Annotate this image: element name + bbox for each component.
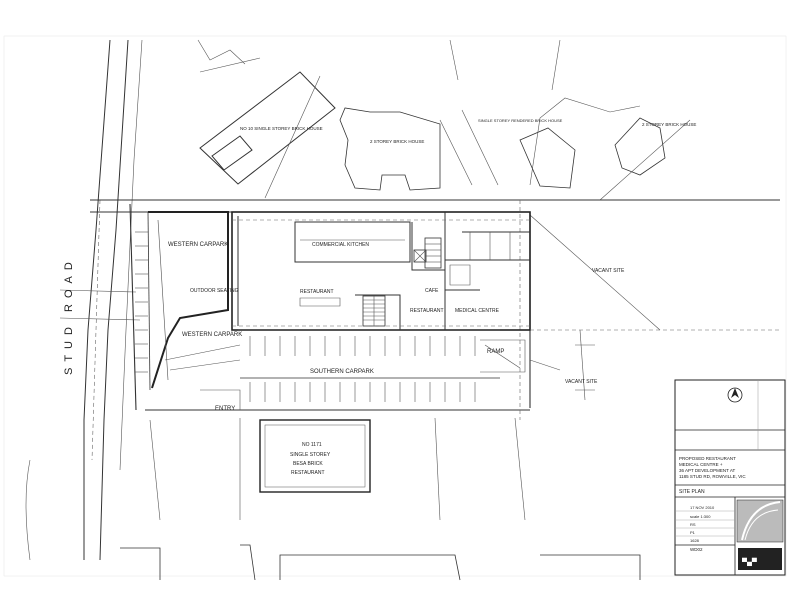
house-2storey-label: 2 STOREY BRICK HOUSE — [370, 139, 424, 144]
western-carpark — [135, 211, 241, 391]
sheet-title: SITE PLAN — [679, 489, 705, 495]
vacant-site-linework — [530, 329, 780, 401]
stud-road-label: STUD ROAD — [63, 256, 75, 375]
vacant-site-upper-label: VACANT SITE — [592, 268, 625, 274]
svg-text:▀▄▀: ▀▄▀ — [742, 557, 757, 567]
western-carpark-bottom-label: WESTERN CARPARK — [182, 332, 242, 338]
title-project-line3: 36 APT DEVELOPMENT AT — [679, 468, 736, 473]
stud-road-linework — [25, 39, 143, 561]
entry-label: ENTRY — [215, 406, 235, 412]
logo-mark: ▀▄▀ — [738, 548, 782, 570]
commercial-kitchen-label: COMMERCIAL KITCHEN — [312, 242, 369, 248]
title-project-line1: PROPOSED RESTAURANT — [679, 456, 736, 461]
title-rev: P1 — [690, 530, 696, 535]
restaurant-east-label: RESTAURANT — [410, 308, 444, 314]
neighbouring-houses — [197, 39, 691, 201]
lift-icon — [413, 249, 427, 263]
title-project-line2: MEDICAL CENTRE + — [679, 462, 723, 467]
no1171-label: NO 1171 — [302, 442, 322, 448]
south-neighbour — [120, 417, 641, 581]
house-rendered-label: SINGLE STOREY RENDERED BRICK HOUSE — [478, 118, 563, 123]
title-block: ▀▄▀ PROPOSED RESTAURANT MEDICAL CENTRE +… — [674, 379, 786, 576]
stair-icon — [362, 295, 386, 327]
title-date: 17 NOV 2010 — [690, 505, 715, 510]
house-2storey-right-label: 2 STOREY BRICK HOUSE — [642, 122, 696, 127]
vacant-site-lower-label: VACANT SITE — [565, 379, 598, 385]
north-arrow-icon — [727, 387, 743, 403]
restaurant-south-label: RESTAURANT — [291, 470, 325, 476]
restaurant-main-label: RESTAURANT — [300, 289, 334, 295]
title-job: 1628 — [690, 538, 700, 543]
medical-centre-label: MEDICAL CENTRE — [455, 308, 500, 314]
stair-icon-2 — [424, 237, 442, 269]
ramp-label: RAMP — [487, 349, 504, 355]
title-project-line4: 1185 STUD RD, ROWVILLE, VIC — [679, 474, 746, 479]
title-drawing-no: WD02 — [690, 547, 703, 552]
title-drawn: RS — [690, 522, 696, 527]
western-carpark-top-label: WESTERN CARPARK — [168, 242, 228, 248]
southern-carpark — [200, 329, 526, 410]
outdoor-seating-label: OUTDOOR SEATING — [190, 288, 239, 294]
title-scale: scale 1:300 — [690, 514, 711, 519]
single-storey-mid-label: SINGLE STOREY — [290, 452, 331, 458]
house-no10-label: NO 10 SINGLE STOREY BRICK HOUSE — [240, 126, 323, 131]
southern-carpark-label: SOUTHERN CARPARK — [310, 369, 374, 375]
cafe-label: CAFE — [425, 288, 439, 294]
besa-brick-label: BESA BRICK — [293, 461, 323, 467]
